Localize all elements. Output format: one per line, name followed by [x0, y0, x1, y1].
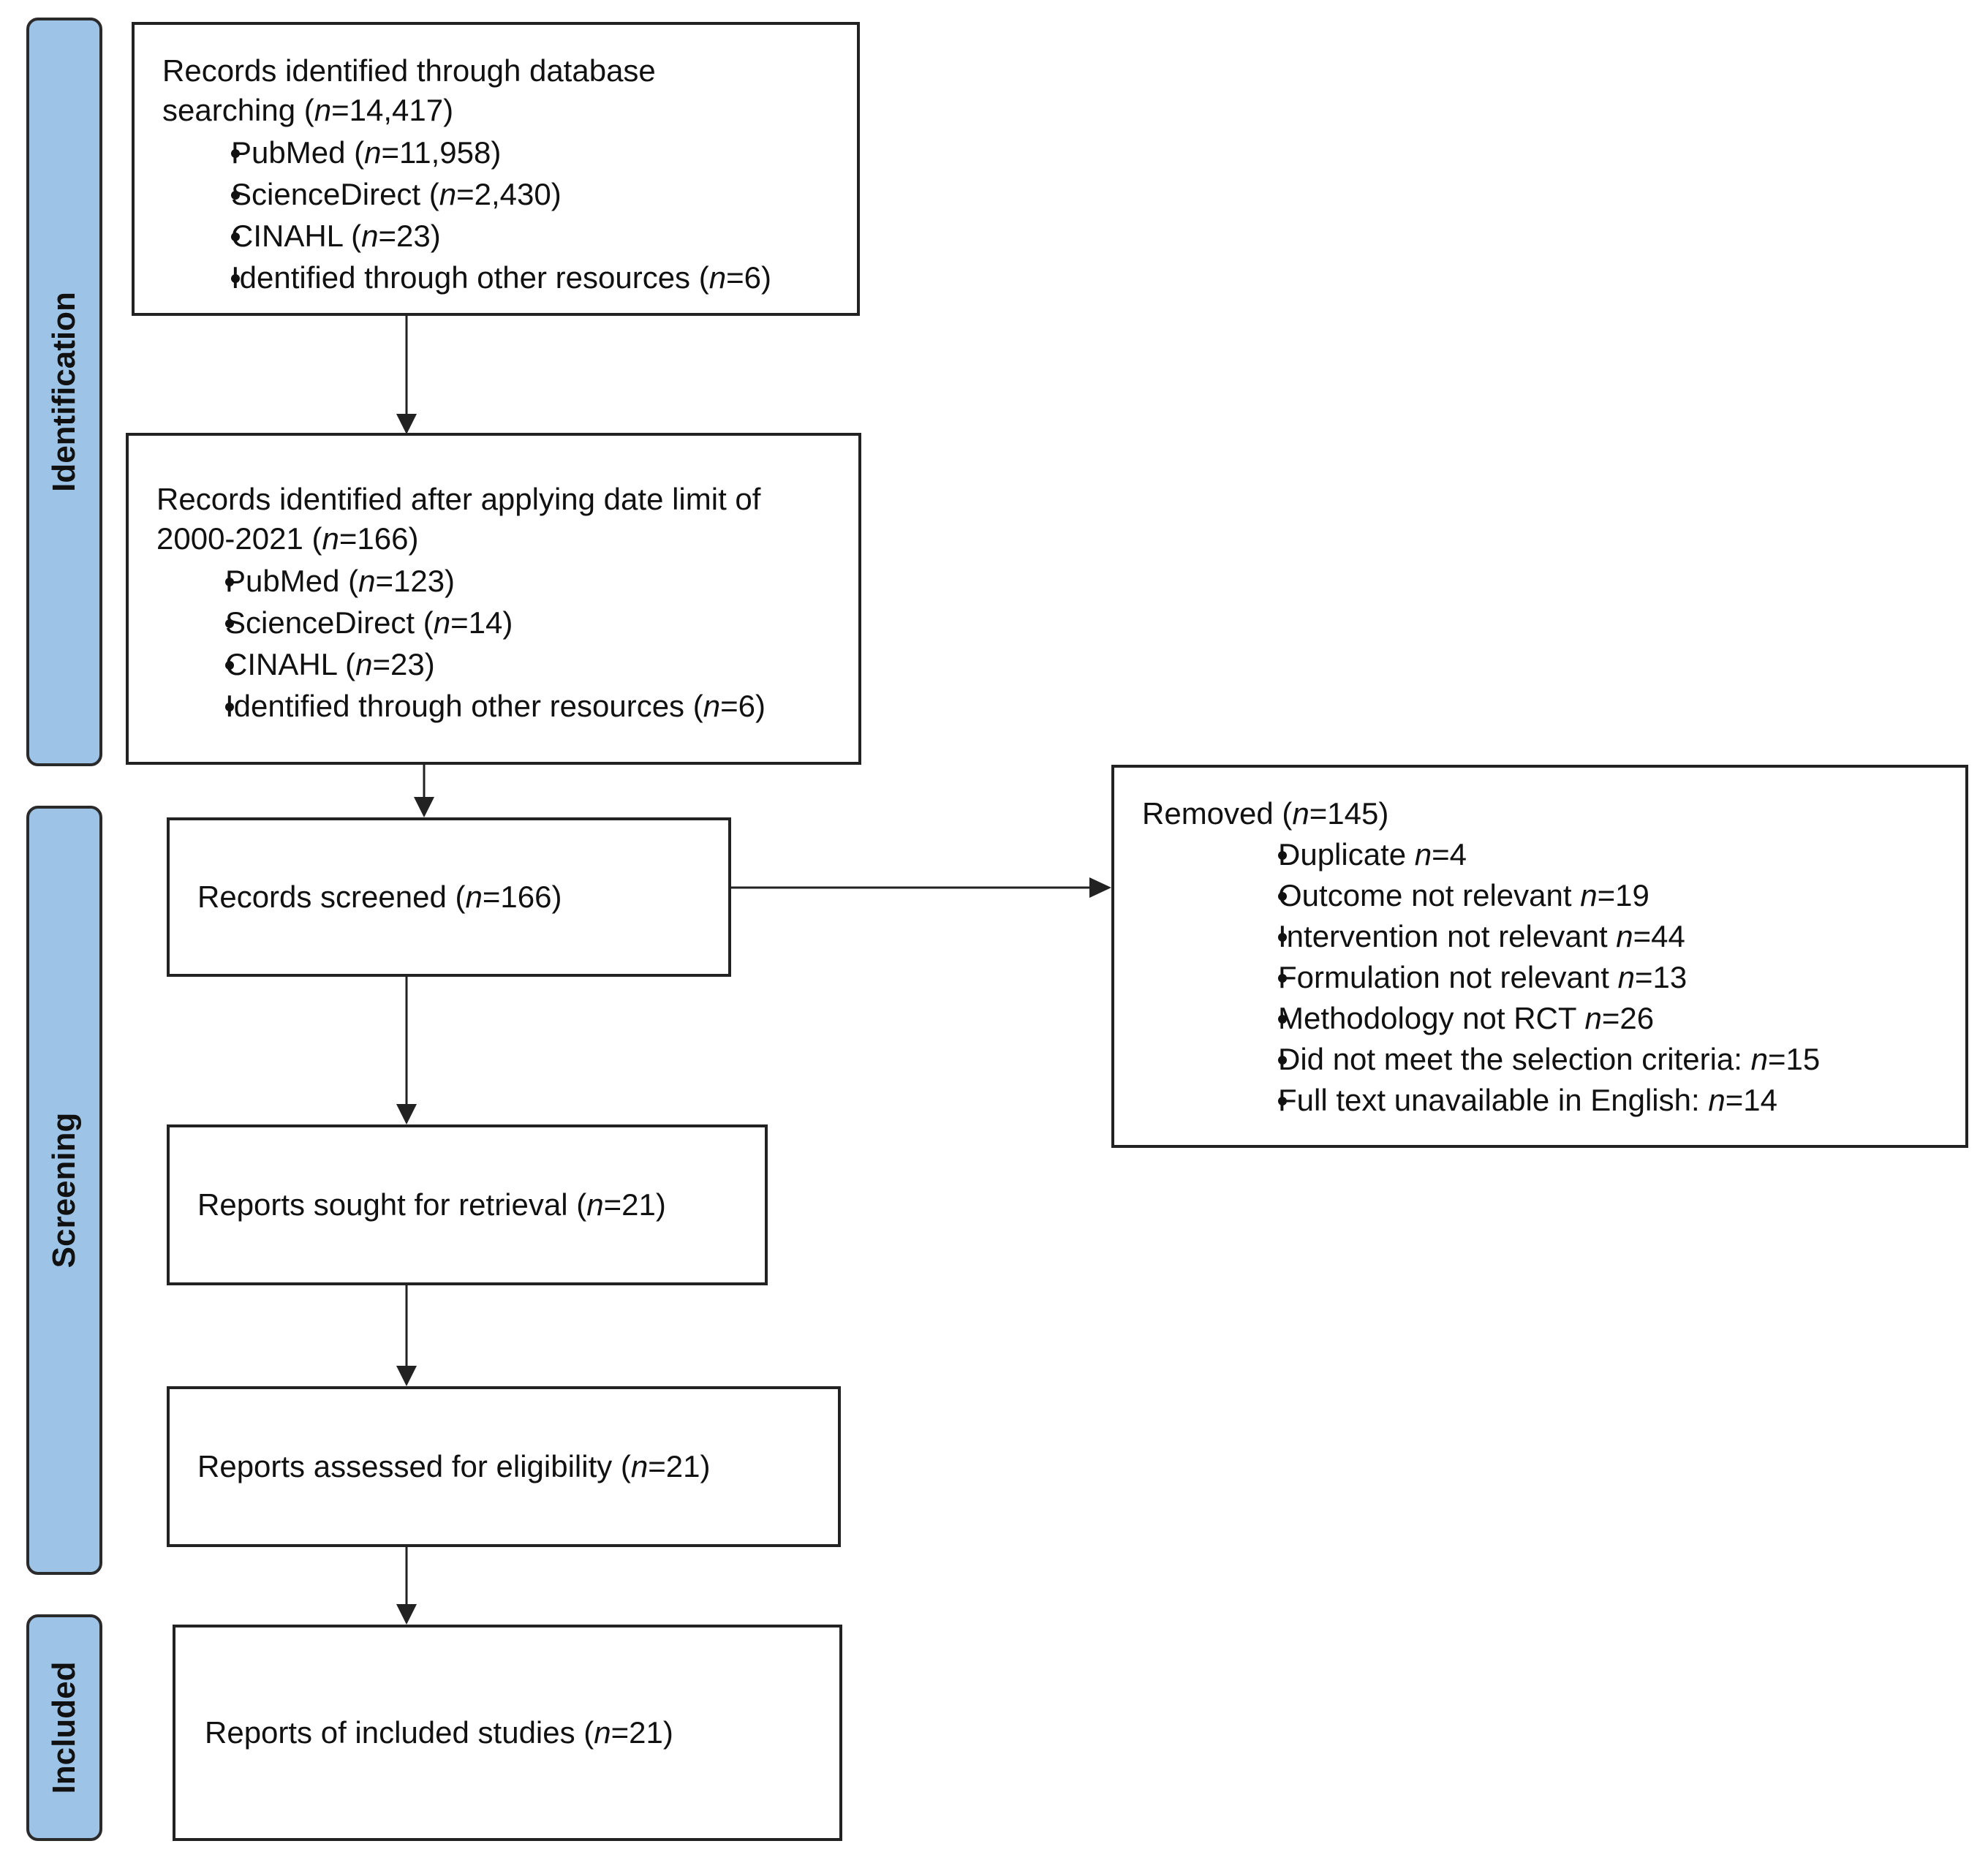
- box-reports-sought: Reports sought for retrieval (n=21): [167, 1124, 768, 1285]
- reports-assessed-text: Reports assessed for eligibility (n=21): [197, 1449, 711, 1483]
- box-date-limit: Records identified after applying date l…: [126, 433, 861, 765]
- arrowhead-5: [396, 1366, 417, 1386]
- date-limit-line1: Records identified after applying date l…: [156, 482, 761, 516]
- reports-sought-text: Reports sought for retrieval (n=21): [197, 1187, 666, 1222]
- date-limit-item: CINAHL (n=23): [156, 645, 766, 684]
- removed-item: Methodology not RCT n=26: [1211, 999, 1820, 1038]
- box-records-screened: Records screened (n=166): [167, 817, 731, 977]
- box-included-studies: Reports of included studies (n=21): [173, 1625, 842, 1841]
- box-database-search: Records identified through database sear…: [132, 22, 860, 316]
- removed-item: Duplicate n=4: [1211, 835, 1820, 874]
- date-limit-item: PubMed (n=123): [156, 562, 766, 601]
- database-search-line2: searching (n=14,417): [162, 93, 454, 127]
- removed-header: Removed (n=145): [1142, 796, 1389, 831]
- box-removed: Removed (n=145) Duplicate n=4 Outcome no…: [1111, 765, 1968, 1148]
- removed-item: Did not meet the selection criteria: n=1…: [1211, 1040, 1820, 1079]
- arrowhead-2: [414, 797, 434, 817]
- database-search-line1: Records identified through database: [162, 53, 656, 88]
- removed-item: Intervention not relevant n=44: [1211, 917, 1820, 956]
- date-limit-item: Identified through other resources (n=6): [156, 687, 766, 726]
- removed-item: Full text unavailable in English: n=14: [1211, 1081, 1820, 1120]
- phase-screening: Screening: [26, 806, 102, 1575]
- box-reports-assessed: Reports assessed for eligibility (n=21): [167, 1386, 841, 1547]
- database-search-item: PubMed (n=11,958): [162, 133, 771, 173]
- records-screened-text: Records screened (n=166): [197, 880, 562, 914]
- database-search-item: CINAHL (n=23): [162, 216, 771, 256]
- arrowhead-1: [396, 414, 417, 434]
- date-limit-line2: 2000-2021 (n=166): [156, 521, 419, 556]
- removed-item: Formulation not relevant n=13: [1211, 958, 1820, 997]
- phase-included: Included: [26, 1614, 102, 1841]
- date-limit-item: ScienceDirect (n=14): [156, 603, 766, 643]
- phase-identification: Identification: [26, 18, 102, 766]
- arrowhead-3: [1089, 877, 1111, 898]
- removed-item: Outcome not relevant n=19: [1211, 876, 1820, 915]
- arrowhead-4: [396, 1104, 417, 1124]
- database-search-item: Identified through other resources (n=6): [162, 258, 771, 298]
- included-studies-text: Reports of included studies (n=21): [205, 1715, 673, 1750]
- database-search-item: ScienceDirect (n=2,430): [162, 175, 771, 214]
- arrowhead-6: [396, 1604, 417, 1625]
